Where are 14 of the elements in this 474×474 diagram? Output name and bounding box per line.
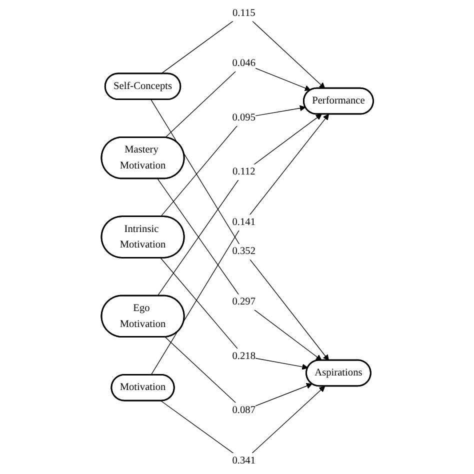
arrow [156,178,322,361]
edge-label: 0.095 [232,112,256,124]
edge-label: 0.218 [232,350,256,362]
arrow [160,105,306,218]
arrow [160,258,308,370]
edge-label: 0.046 [232,58,256,69]
edge-label: 0.352 [232,246,256,257]
edge-label: 0.087 [232,404,256,416]
edge-label: 0.297 [232,296,256,308]
edge-label: 0.341 [232,455,256,466]
edge-label: 0.115 [232,8,255,19]
arrow [156,114,322,296]
edge-label: 0.112 [232,166,255,178]
edge-label: 0.141 [232,216,256,228]
